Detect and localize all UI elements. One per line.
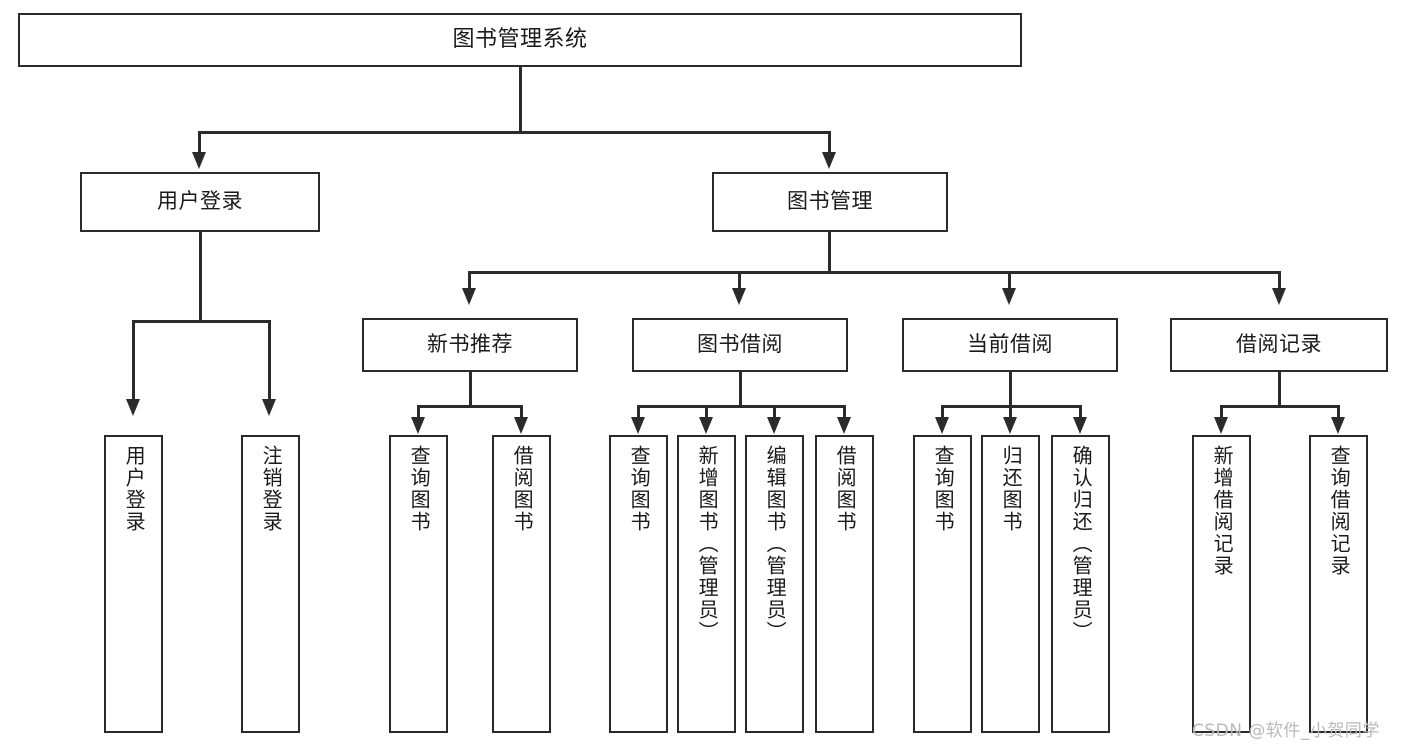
node-user-login[interactable]: 用户登录: [80, 172, 320, 232]
node-label: 查询图书: [627, 445, 652, 533]
node-leaf-borrow-book-1[interactable]: 借阅图书: [492, 435, 551, 733]
node-label: 查询图书: [931, 445, 956, 533]
connector-bm-drop-1: [468, 271, 471, 289]
node-leaf-query-book-3[interactable]: 查询图书: [913, 435, 972, 733]
node-label: 新书推荐: [427, 332, 513, 357]
arrow-nbr-leaf-1: [411, 417, 425, 434]
node-label: 图书借阅: [697, 332, 783, 357]
arrow-root-to-user-login: [192, 152, 206, 169]
node-leaf-query-book-1[interactable]: 查询图书: [389, 435, 448, 733]
connector-br-bar: [1220, 405, 1339, 408]
connector-br-drop-2: [1337, 405, 1340, 418]
arrow-cb-leaf-1: [935, 417, 949, 434]
node-label: 借阅图书: [833, 445, 858, 533]
arrow-bb-leaf-4: [837, 417, 851, 434]
node-leaf-add-borrow-record[interactable]: 新增借阅记录: [1192, 435, 1251, 733]
node-label: 查询借阅记录: [1327, 445, 1352, 577]
node-book-management[interactable]: 图书管理: [712, 172, 948, 232]
arrow-bm-to-new-book-recommend: [462, 288, 476, 305]
node-leaf-query-book-2[interactable]: 查询图书: [609, 435, 668, 733]
connector-book-management-stem: [828, 232, 831, 273]
node-book-management-system[interactable]: 图书管理系统: [18, 13, 1022, 67]
connector-bm-drop-2: [738, 271, 741, 289]
node-leaf-user-login[interactable]: 用户登录: [104, 435, 163, 733]
arrow-bb-leaf-2: [699, 417, 713, 434]
connector-bm-drop-4: [1278, 271, 1281, 289]
node-label: 查询图书: [407, 445, 432, 533]
arrow-bm-to-current-borrow: [1002, 288, 1016, 305]
connector-cb-stem: [1009, 372, 1012, 407]
node-current-borrow[interactable]: 当前借阅: [902, 318, 1118, 372]
connector-bb-drop-2: [705, 405, 708, 418]
node-label: 新增借阅记录: [1210, 445, 1235, 577]
connector-bb-stem: [739, 372, 742, 407]
node-borrow-record[interactable]: 借阅记录: [1170, 318, 1388, 372]
connector-user-login-drop-1: [132, 320, 135, 400]
node-leaf-return-book[interactable]: 归还图书: [981, 435, 1040, 733]
arrow-user-login-leaf-1: [126, 399, 140, 416]
node-leaf-edit-book-admin[interactable]: 编辑图书（管理员）: [745, 435, 804, 733]
connector-br-stem: [1278, 372, 1281, 407]
arrow-bb-leaf-3: [767, 417, 781, 434]
node-label: 归还图书: [999, 445, 1024, 533]
connector-cb-drop-1: [941, 405, 944, 418]
connector-nbr-drop-1: [417, 405, 420, 418]
node-label: 图书管理: [787, 189, 873, 214]
connector-root-bar: [198, 131, 831, 134]
node-label: 用户登录: [157, 189, 243, 214]
node-leaf-confirm-return-admin[interactable]: 确认归还（管理员）: [1051, 435, 1110, 733]
node-leaf-logout-login[interactable]: 注销登录: [241, 435, 300, 733]
csdn-watermark: CSDN @软件_小贺同学: [1192, 721, 1380, 741]
node-book-borrow[interactable]: 图书借阅: [632, 318, 848, 372]
connector-root-to-user-login: [198, 131, 201, 153]
arrow-bb-leaf-1: [631, 417, 645, 434]
connector-bb-drop-4: [843, 405, 846, 418]
connector-bb-bar: [637, 405, 845, 408]
connector-bb-drop-3: [773, 405, 776, 418]
node-label: 用户登录: [122, 445, 147, 533]
node-label: 当前借阅: [967, 332, 1053, 357]
node-label: 借阅记录: [1236, 332, 1322, 357]
node-label: 确认归还（管理员）: [1069, 445, 1094, 643]
node-label: 编辑图书（管理员）: [763, 445, 788, 643]
arrow-br-leaf-1: [1214, 417, 1228, 434]
arrow-nbr-leaf-2: [514, 417, 528, 434]
connector-bb-drop-1: [637, 405, 640, 418]
connector-br-drop-1: [1220, 405, 1223, 418]
arrow-br-leaf-2: [1331, 417, 1345, 434]
node-leaf-add-book-admin[interactable]: 新增图书（管理员）: [677, 435, 736, 733]
connector-root-stem: [519, 67, 522, 132]
connector-user-login-bar: [132, 320, 268, 323]
node-leaf-query-borrow-record[interactable]: 查询借阅记录: [1309, 435, 1368, 733]
arrow-root-to-book-management: [822, 152, 836, 169]
connector-cb-drop-3: [1079, 405, 1082, 418]
arrow-bm-to-borrow-record: [1272, 288, 1286, 305]
node-new-book-recommend[interactable]: 新书推荐: [362, 318, 578, 372]
connector-user-login-stem: [199, 232, 202, 321]
arrow-cb-leaf-3: [1073, 417, 1087, 434]
connector-book-management-bar: [468, 271, 1280, 274]
arrow-cb-leaf-2: [1003, 417, 1017, 434]
connector-nbr-drop-2: [520, 405, 523, 418]
arrow-user-login-leaf-2: [262, 399, 276, 416]
connector-nbr-bar: [417, 405, 522, 408]
node-label: 借阅图书: [510, 445, 535, 533]
connector-cb-drop-2: [1009, 405, 1012, 418]
connector-user-login-drop-2: [268, 320, 271, 400]
connector-bm-drop-3: [1008, 271, 1011, 289]
node-label: 图书管理系统: [452, 26, 588, 52]
node-label: 注销登录: [259, 445, 284, 533]
node-leaf-borrow-book-2[interactable]: 借阅图书: [815, 435, 874, 733]
arrow-bm-to-book-borrow: [732, 288, 746, 305]
connector-nbr-stem: [469, 372, 472, 407]
node-label: 新增图书（管理员）: [695, 445, 720, 643]
connector-root-to-book-management: [828, 131, 831, 153]
